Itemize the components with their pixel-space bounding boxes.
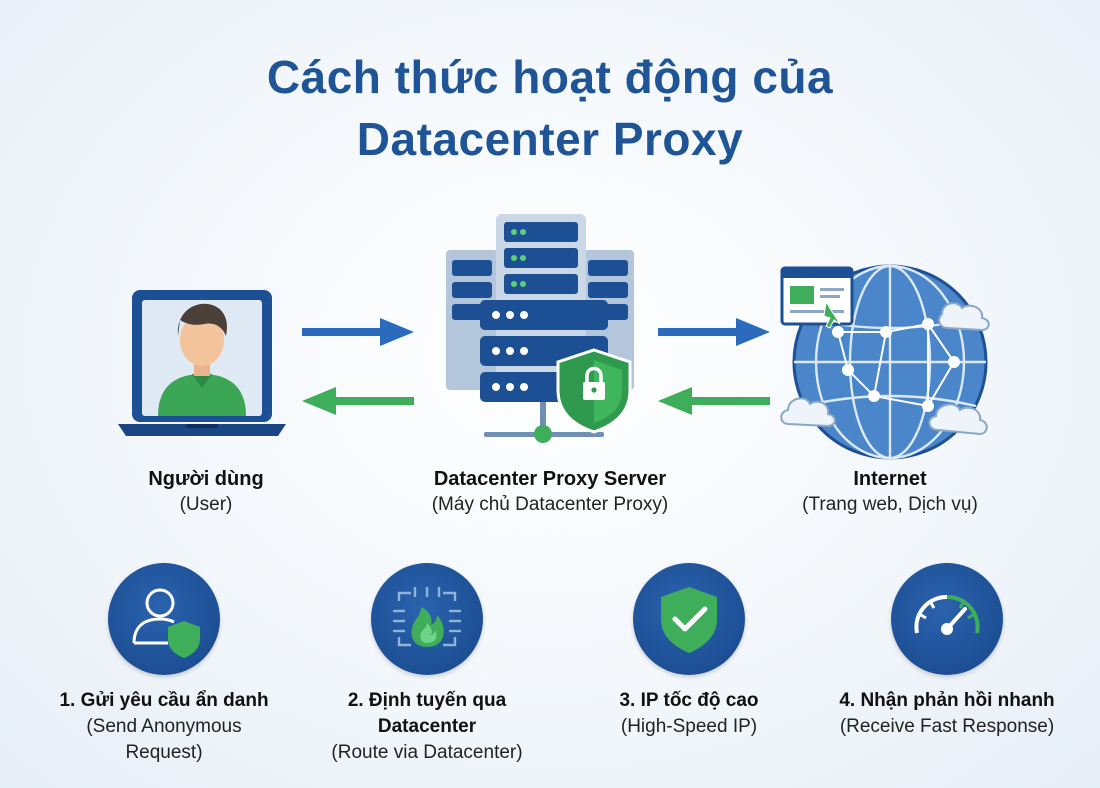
page-title-line-2: Datacenter Proxy [356, 113, 744, 165]
step-2-subtitle: (Route via Datacenter) [331, 742, 523, 763]
node-subtitle-proxy-server: (Máy chủ Datacenter Proxy) [431, 494, 669, 515]
step-1-title: 1. Gửi yêu cầu ẩn danh [59, 690, 269, 711]
response-arrow-proxy-to-user [302, 387, 414, 415]
request-arrow-proxy-to-internet [658, 318, 770, 346]
user-laptop-icon [118, 290, 286, 436]
node-title-internet: Internet [853, 468, 927, 490]
server-shield-icon [446, 214, 634, 443]
step-1-subtitle-line-2: Request) [125, 742, 203, 763]
node-subtitle-internet: (Trang web, Dịch vụ) [802, 494, 978, 515]
chip-flame-icon [393, 587, 461, 647]
step-3-subtitle: (High-Speed IP) [620, 716, 758, 737]
step-2-label: 2. Định tuyến qua Datacenter (Route via … [292, 688, 562, 766]
step-1-subtitle-line-1: (Send Anonymous [86, 716, 242, 737]
step-3-label: 3. IP tốc độ cao (High-Speed IP) [574, 688, 804, 740]
step-2-title-line-2: Datacenter [377, 716, 477, 737]
step-2-circle [371, 563, 483, 675]
response-arrow-internet-to-proxy [658, 387, 770, 415]
page-title: Cách thức hoạt động của Datacenter Proxy [0, 46, 1100, 170]
request-arrow-user-to-proxy [302, 318, 414, 346]
step-1-label: 1. Gửi yêu cầu ẩn danh (Send Anonymous R… [24, 688, 304, 766]
step-2-title: 2. Định tuyến qua [347, 690, 507, 711]
page-title-line-1: Cách thức hoạt động của [266, 51, 834, 103]
node-label-user: Người dùng (User) [106, 466, 306, 518]
step-4-label: 4. Nhận phản hồi nhanh (Receive Fast Res… [812, 688, 1082, 740]
node-subtitle-user: (User) [179, 494, 233, 515]
node-label-proxy-server: Datacenter Proxy Server (Máy chủ Datacen… [390, 466, 710, 518]
step-3-circle [633, 563, 745, 675]
step-3-title: 3. IP tốc độ cao [619, 690, 759, 711]
user-shield-icon [132, 588, 200, 658]
globe-network-icon [780, 264, 990, 460]
step-1-circle [108, 563, 220, 675]
node-title-user: Người dùng [148, 468, 264, 490]
step-4-subtitle: (Receive Fast Response) [839, 716, 1055, 737]
step-4-title: 4. Nhận phản hồi nhanh [839, 690, 1055, 711]
step-4-circle [891, 563, 1003, 675]
shield-check-icon [661, 587, 717, 653]
node-label-internet: Internet (Trang web, Dịch vụ) [770, 466, 1010, 518]
speedometer-icon [914, 594, 980, 635]
node-title-proxy-server: Datacenter Proxy Server [433, 468, 667, 490]
